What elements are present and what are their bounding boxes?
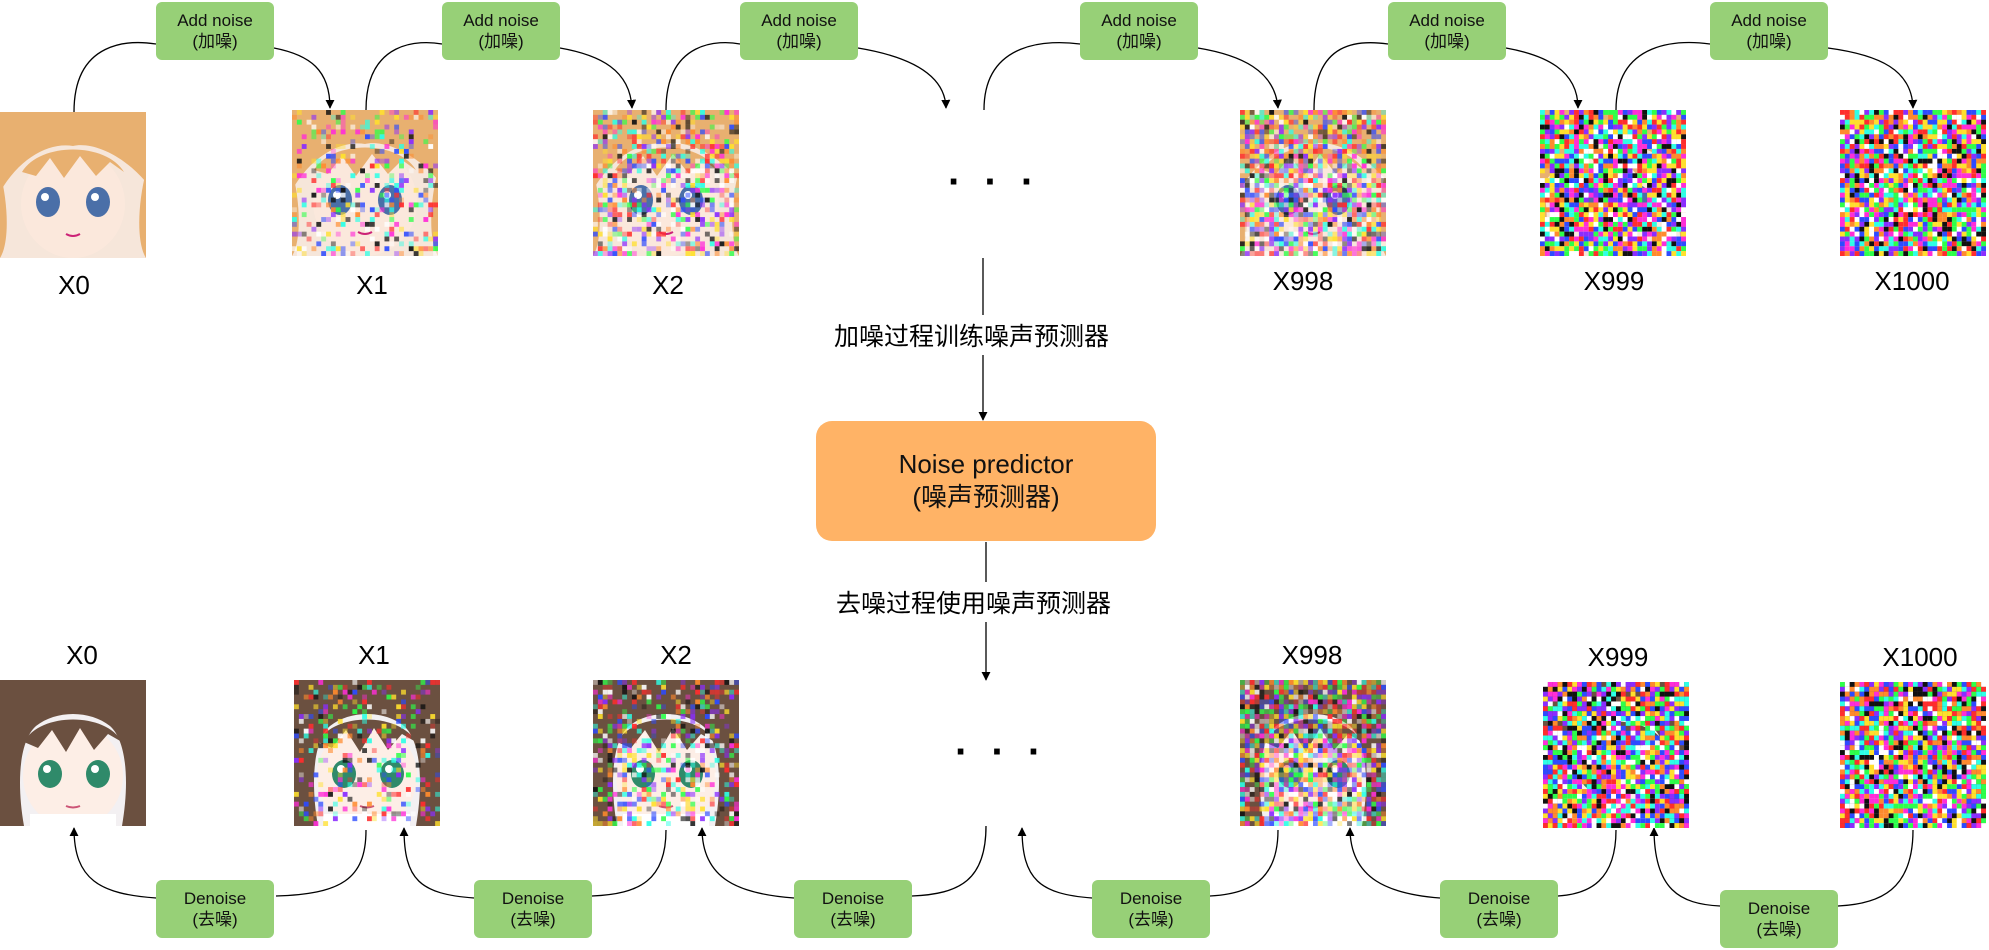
reverse-label: X1000 <box>1882 642 1958 672</box>
thumbnail-graphic <box>1840 110 1986 256</box>
add-noise-box: Add noise (加噪) <box>156 2 274 60</box>
forward-image-x999 <box>1540 110 1686 256</box>
reverse-label: X998 <box>1281 640 1343 670</box>
add-noise-label: Add noise <box>1409 11 1485 30</box>
denoise-label: Denoise <box>1467 889 1531 908</box>
use-caption: 去噪过程使用噪声预测器 <box>832 582 1116 622</box>
denoise-label: Denoise <box>821 889 885 908</box>
forward-arc-999-1000 <box>1615 42 1913 110</box>
add-noise-box: Add noise (加噪) <box>1710 2 1828 60</box>
add-noise-sublabel: (加噪) <box>1424 32 1470 51</box>
reverse-label: X1 <box>358 640 390 670</box>
thumbnail-graphic <box>294 680 440 826</box>
reverse-arc-1000-999 <box>1654 828 1914 907</box>
add-noise-sublabel: (加噪) <box>478 32 524 51</box>
reverse-label: X999 <box>1587 642 1649 672</box>
add-noise-box: Add noise (加噪) <box>1080 2 1198 60</box>
thumbnail-graphic <box>292 110 438 256</box>
forward-image-x998 <box>1240 110 1386 256</box>
forward-label: X1000 <box>1874 266 1950 296</box>
add-noise-box: Add noise (加噪) <box>1388 2 1506 60</box>
forward-label: X998 <box>1272 266 1334 296</box>
denoise-box: Denoise (去噪) <box>1440 880 1558 938</box>
train-caption: 加噪过程训练噪声预测器 <box>830 315 1114 355</box>
denoise-sublabel: (去噪) <box>1756 920 1802 939</box>
forward-image-x1 <box>292 110 438 256</box>
reverse-image-x1000 <box>1840 682 1986 828</box>
add-noise-label: Add noise <box>1731 11 1807 30</box>
reverse-arc-2-1 <box>404 828 667 899</box>
forward-label: X2 <box>652 270 684 300</box>
denoise-sublabel: (去噪) <box>1128 910 1174 929</box>
forward-arc-2-dots <box>665 42 946 110</box>
forward-label: X0 <box>58 270 90 300</box>
denoise-sublabel: (去噪) <box>1476 910 1522 929</box>
denoise-box: Denoise (去噪) <box>1720 890 1838 948</box>
reverse-image-x1 <box>294 680 440 826</box>
add-noise-label: Add noise <box>177 11 253 30</box>
forward-image-x0 <box>0 112 146 258</box>
thumbnail-graphic <box>593 680 739 826</box>
denoise-label: Denoise <box>1747 899 1811 918</box>
predictor-title: Noise predictor <box>898 449 1074 479</box>
add-noise-sublabel: (加噪) <box>1746 32 1792 51</box>
forward-arc-dots-998 <box>983 42 1278 110</box>
denoise-label: Denoise <box>501 889 565 908</box>
reverse-arc-999-998 <box>1350 828 1617 899</box>
reverse-image-x2 <box>593 680 739 826</box>
thumbnail-graphic <box>1540 110 1686 256</box>
add-noise-label: Add noise <box>1101 11 1177 30</box>
forward-image-x2 <box>593 110 739 256</box>
reverse-label: X0 <box>66 640 98 670</box>
thumbnail-graphic <box>1240 110 1386 256</box>
denoise-box: Denoise (去噪) <box>1092 880 1210 938</box>
predictor-subtitle: (噪声预测器) <box>912 482 1060 512</box>
thumbnail-graphic <box>1240 680 1386 826</box>
forward-ellipsis: · · · <box>948 160 1041 204</box>
denoise-label: Denoise <box>183 889 247 908</box>
add-noise-box: Add noise (加噪) <box>442 2 560 60</box>
thumbnail-graphic <box>593 110 739 256</box>
thumbnail-graphic <box>1543 682 1689 828</box>
denoise-box: Denoise (去噪) <box>474 880 592 938</box>
reverse-arc-dots-2 <box>702 826 987 899</box>
thumbnail-graphic <box>0 112 146 258</box>
forward-label: X1 <box>356 270 388 300</box>
forward-arc-1-2 <box>365 42 632 110</box>
add-noise-label: Add noise <box>463 11 539 30</box>
forward-label: X999 <box>1583 266 1645 296</box>
reverse-ellipsis: · · · <box>955 730 1048 774</box>
reverse-arc-1-0 <box>74 828 367 899</box>
denoise-box: Denoise (去噪) <box>794 880 912 938</box>
reverse-label: X2 <box>660 640 692 670</box>
add-noise-box: Add noise (加噪) <box>740 2 858 60</box>
denoise-sublabel: (去噪) <box>510 910 556 929</box>
reverse-arc-998-dots <box>1022 828 1279 899</box>
thumbnail-graphic <box>0 680 146 826</box>
reverse-image-x0 <box>0 680 146 826</box>
reverse-image-x999 <box>1543 682 1689 828</box>
add-noise-sublabel: (加噪) <box>1116 32 1162 51</box>
denoise-box: Denoise (去噪) <box>156 880 274 938</box>
reverse-image-x998 <box>1240 680 1386 826</box>
denoise-label: Denoise <box>1119 889 1183 908</box>
noise-predictor-box: Noise predictor (噪声预测器) <box>816 421 1156 541</box>
add-noise-sublabel: (加噪) <box>192 32 238 51</box>
add-noise-label: Add noise <box>761 11 837 30</box>
add-noise-sublabel: (加噪) <box>776 32 822 51</box>
forward-image-x1000 <box>1840 110 1986 256</box>
forward-arc-0-1 <box>73 42 330 112</box>
forward-arc-998-999 <box>1313 42 1578 110</box>
denoise-sublabel: (去噪) <box>192 910 238 929</box>
denoise-sublabel: (去噪) <box>830 910 876 929</box>
thumbnail-graphic <box>1840 682 1986 828</box>
